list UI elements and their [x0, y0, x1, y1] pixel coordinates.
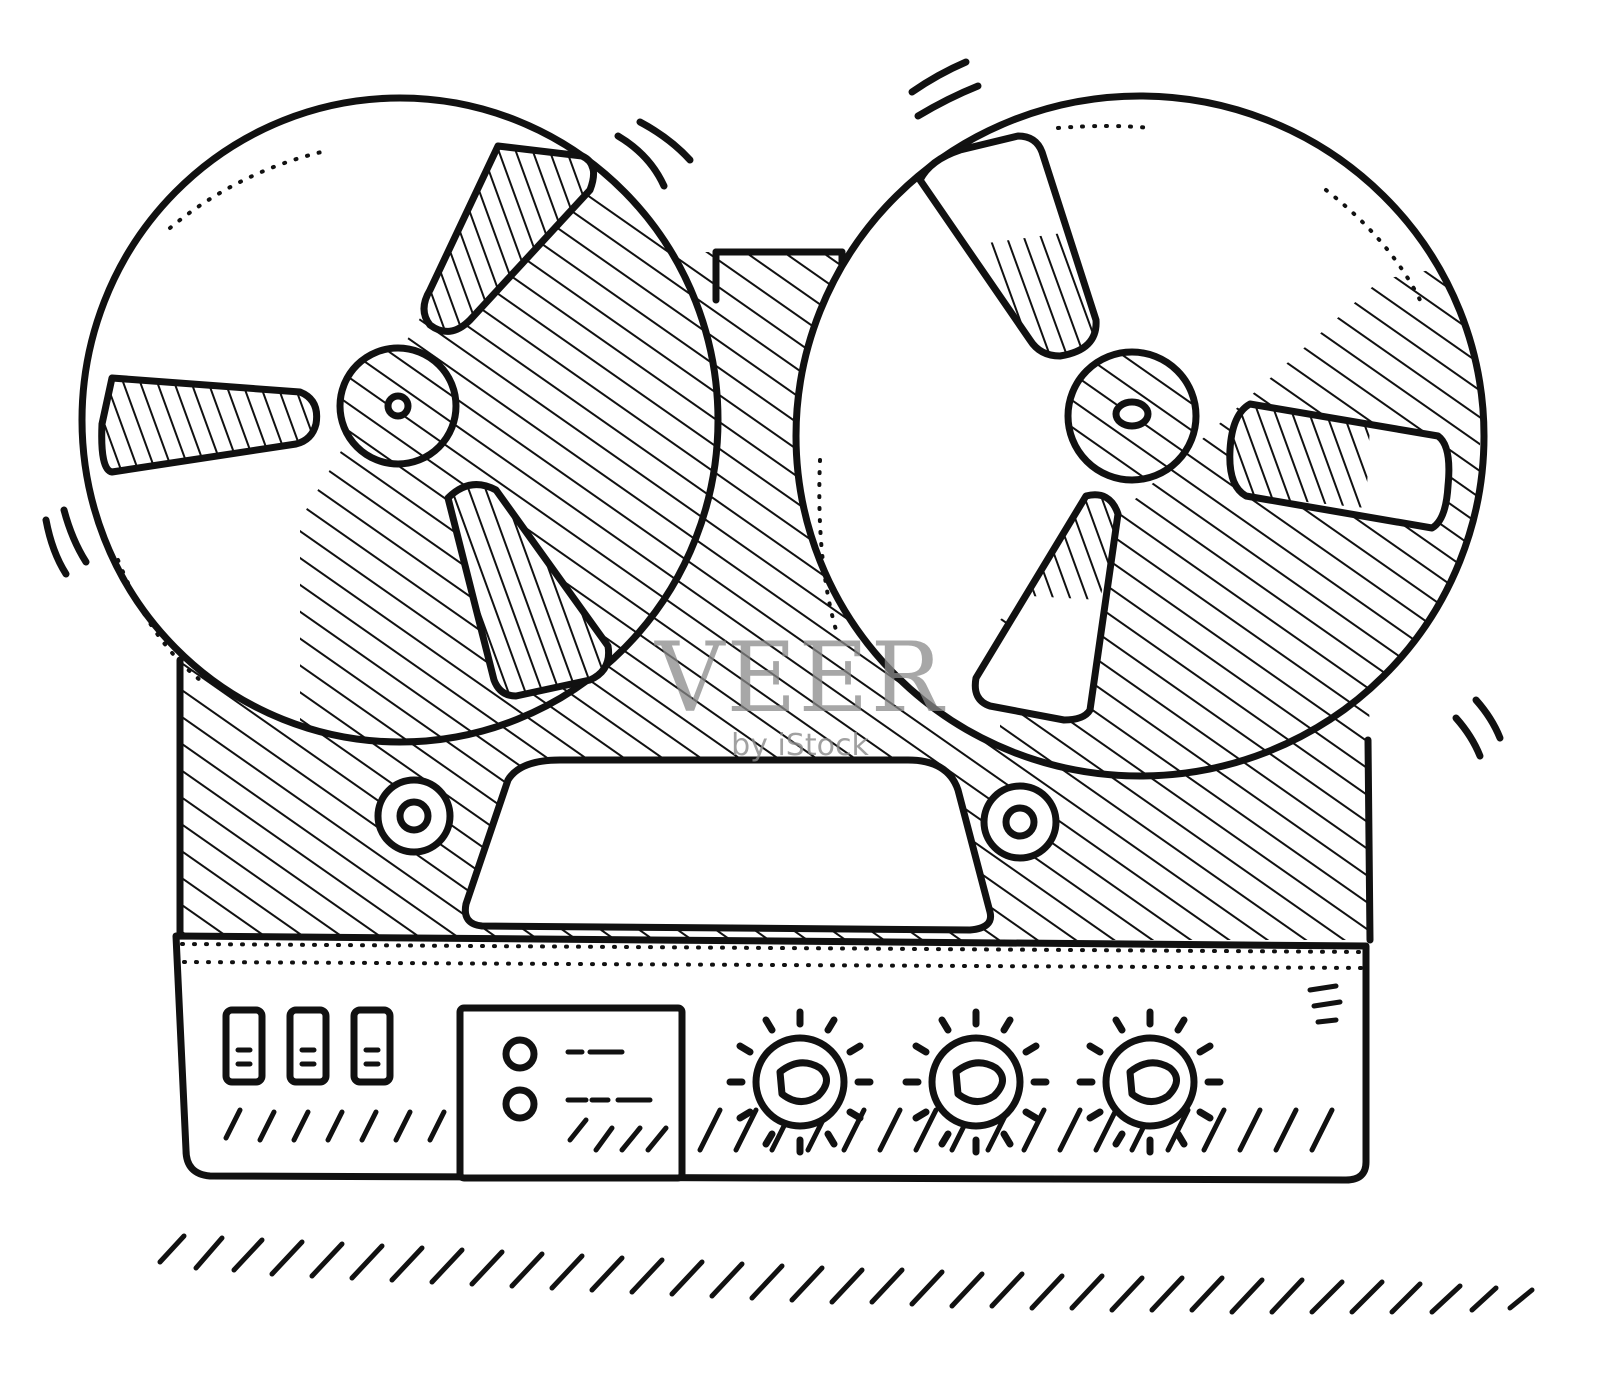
knob-icon: [1076, 1008, 1224, 1156]
indicator-light-icon: [502, 1086, 538, 1122]
switch-icon: [286, 1006, 330, 1086]
reel-icon: [78, 94, 722, 746]
motion-lines: [42, 58, 1504, 760]
watermark-logo: VEER: [655, 622, 945, 734]
tape-guide-right: [980, 782, 1060, 862]
switch-icon: [222, 1006, 266, 1086]
tape-guide-left: [374, 776, 454, 856]
knob-icon: [726, 1008, 874, 1156]
watermark-subtext: by iStock: [731, 728, 869, 763]
reel-icon: [792, 92, 1488, 780]
tape-head-cover: [461, 756, 995, 934]
indicator-light-icon: [502, 1036, 538, 1072]
knob-icon: [902, 1008, 1050, 1156]
indicator-panel: [456, 1004, 686, 1182]
switch-icon: [350, 1006, 394, 1086]
floor-shadow: [157, 1233, 1535, 1315]
